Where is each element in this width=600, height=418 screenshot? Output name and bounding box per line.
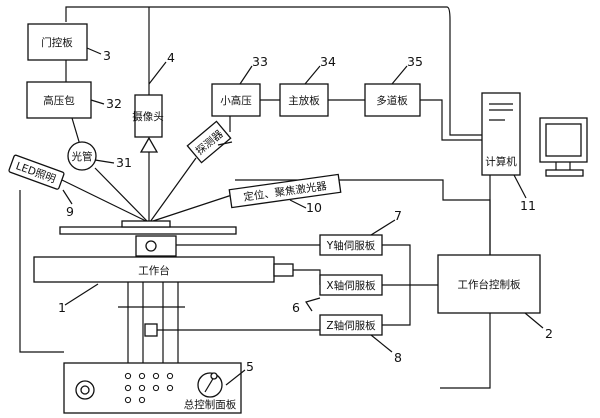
led-to-panel-wire (19, 190, 64, 353)
xray-tube: 光管 (67, 141, 97, 171)
panel-label: 总控制面板 (184, 398, 237, 411)
small-hv-label: 小高压 (220, 94, 252, 107)
door-control-label: 门控板 (41, 36, 73, 49)
y-servo-label: Y轴伺服板 (326, 239, 376, 252)
door-control-board: 门控板 (27, 23, 88, 61)
wiring (19, 6, 491, 389)
sample-holder (59, 226, 237, 235)
stage-label: 工作台 (138, 264, 170, 277)
callout-2: 2 (545, 326, 553, 341)
camera: 摄像头 (132, 94, 164, 153)
callout-8: 8 (394, 350, 402, 365)
hv-pack: 高压包 (26, 81, 92, 119)
z-servo-label: Z轴伺服板 (326, 319, 376, 332)
x-servo-label: X轴伺服板 (326, 279, 376, 292)
multichannel-board: 多道板 (364, 83, 421, 117)
chain-to-computer-wire (420, 99, 482, 141)
callouts: 3 32 4 33 34 35 31 9 10 11 7 1 6 8 5 2 (58, 47, 553, 386)
stage-body (33, 256, 275, 283)
callout-6: 6 (292, 300, 300, 315)
camera-label: 摄像头 (132, 110, 164, 123)
tube-beam (94, 167, 149, 223)
computer: 计算机 (481, 92, 588, 177)
callout-3: 3 (103, 48, 111, 63)
hv-pack-label: 高压包 (43, 94, 75, 107)
enclosure-wire (235, 179, 491, 389)
top-bus-wire (65, 6, 482, 136)
panel-buttons (124, 372, 174, 404)
led-light: LED照明 (8, 154, 65, 190)
hv-to-tube-wire (71, 117, 81, 146)
stage-assembly: 工作台 (33, 220, 294, 365)
callout-10: 10 (306, 200, 322, 215)
joystick-icon (197, 372, 223, 398)
y-servo-board: Y轴伺服板 (319, 234, 383, 256)
z-servo-board: Z轴伺服板 (319, 314, 383, 336)
y-axis-roller (145, 240, 157, 252)
led-beam (61, 179, 149, 223)
stage-control-board: 工作台控制板 (437, 254, 541, 314)
z-axis-block (144, 323, 158, 337)
computer-tower (481, 92, 521, 176)
callout-9: 9 (66, 204, 74, 219)
multichannel-label: 多道板 (376, 94, 408, 107)
x-servo-wire (293, 269, 321, 285)
callout-leaders (62, 47, 544, 386)
callout-35: 35 (407, 54, 423, 69)
x-axis-motor (273, 263, 294, 277)
detector: 探测器 (186, 120, 232, 164)
laser-beam (149, 192, 239, 223)
callout-33: 33 (252, 54, 268, 69)
stage-ctrl-label: 工作台控制板 (458, 278, 521, 291)
main-amp-board: 主放板 (279, 83, 329, 117)
callout-31: 31 (116, 155, 132, 170)
callout-7: 7 (394, 208, 402, 223)
monitor-stand (545, 169, 584, 177)
callout-4: 4 (167, 50, 175, 65)
callout-11: 11 (520, 198, 536, 213)
callout-32: 32 (106, 96, 122, 111)
callout-5: 5 (246, 359, 254, 374)
small-hv-board: 小高压 (211, 83, 261, 117)
stage-columns (118, 282, 185, 365)
detector-beam (149, 157, 197, 223)
main-amp-label: 主放板 (288, 94, 320, 107)
computer-label: 计算机 (485, 155, 517, 168)
callout-1: 1 (58, 300, 66, 315)
camera-lens-icon (139, 136, 159, 153)
control-panel: 总控制面板 (63, 362, 242, 414)
x-servo-board: X轴伺服板 (319, 274, 383, 296)
tube-label: 光管 (72, 150, 93, 163)
sample (121, 220, 171, 228)
callout-34: 34 (320, 54, 336, 69)
